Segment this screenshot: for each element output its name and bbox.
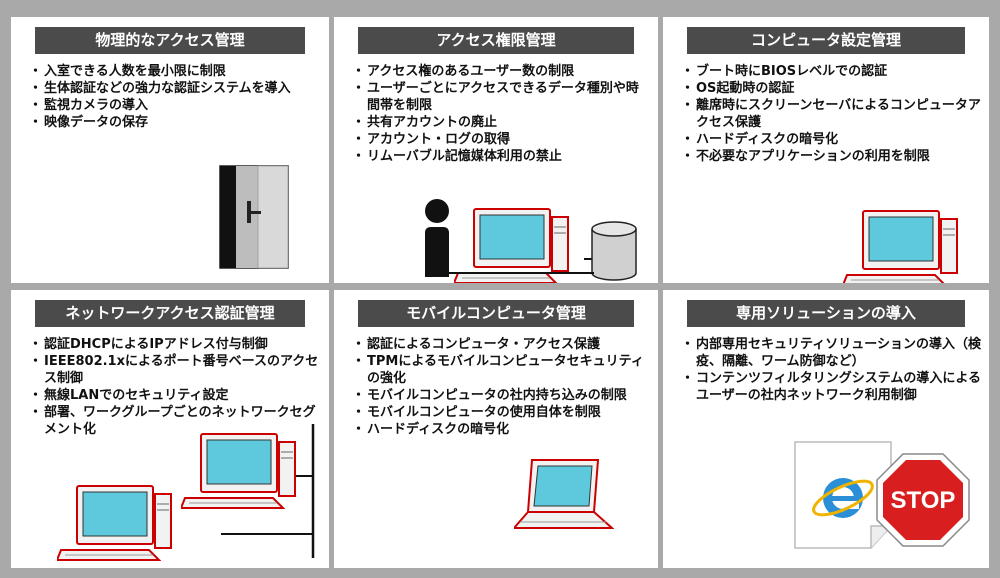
list-item: 認証DHCPによるIPアドレス付与制御 <box>29 336 321 353</box>
list-item: IEEE802.1xによるポート番号ベースのアクセス制御 <box>29 353 321 387</box>
laptop-icon <box>514 459 614 529</box>
list-item: ハードディスクの暗号化 <box>681 131 981 148</box>
item-list: ブート時にBIOSレベルでの認証 OS起動時の認証 離席時にスクリーンセーバによ… <box>681 63 981 165</box>
desktop-pc-icon <box>843 210 958 283</box>
panel-title: 専用ソリューションの導入 <box>687 300 965 327</box>
stop-sign-icon: STOP <box>876 453 970 547</box>
list-item: モバイルコンピュータの社内持ち込みの制限 <box>352 387 650 404</box>
item-list: 認証によるコンピュータ・アクセス保護 TPMによるモバイルコンピュータセキュリテ… <box>352 336 650 438</box>
list-item: 入室できる人数を最小限に制限 <box>29 63 321 80</box>
list-item: TPMによるモバイルコンピュータセキュリティの強化 <box>352 353 650 387</box>
list-item: アカウント・ログの取得 <box>352 131 650 148</box>
panel-mobile-computer: モバイルコンピュータ管理 認証によるコンピュータ・アクセス保護 TPMによるモバ… <box>334 290 658 568</box>
panel-title: ネットワークアクセス認証管理 <box>35 300 305 327</box>
item-list: 内部専用セキュリティソリューションの導入（検疫、隔離、ワーム防御など） コンテン… <box>681 336 981 404</box>
list-item: 不必要なアプリケーションの利用を制限 <box>681 148 981 165</box>
list-item: ユーザーごとにアクセスできるデータ種別や時間帯を制限 <box>352 80 650 114</box>
panel-title: コンピュータ設定管理 <box>687 27 965 54</box>
list-item: 内部専用セキュリティソリューションの導入（検疫、隔離、ワーム防御など） <box>681 336 981 370</box>
desktop-pc-icon <box>454 208 569 283</box>
desktop-pc-icon <box>57 485 172 561</box>
door-icon <box>219 165 289 269</box>
list-item: 映像データの保存 <box>29 114 321 131</box>
browser-document-icon <box>794 441 892 549</box>
panel-title: モバイルコンピュータ管理 <box>358 300 634 327</box>
list-item: 監視カメラの導入 <box>29 97 321 114</box>
list-item: 部署、ワークグループごとのネットワークセグメント化 <box>29 404 321 438</box>
list-item: 離席時にスクリーンセーバによるコンピュータアクセス保護 <box>681 97 981 131</box>
panel-access-rights: アクセス権限管理 アクセス権のあるユーザー数の制限 ユーザーごとにアクセスできる… <box>334 17 658 283</box>
list-item: 無線LANでのセキュリティ設定 <box>29 387 321 404</box>
item-list: 認証DHCPによるIPアドレス付与制御 IEEE802.1xによるポート番号ベー… <box>29 336 321 438</box>
database-icon <box>584 221 637 281</box>
list-item: コンテンツフィルタリングシステムの導入によるユーザーの社内ネットワーク利用制御 <box>681 370 981 404</box>
panel-network-access: ネットワークアクセス認証管理 認証DHCPによるIPアドレス付与制御 IEEE8… <box>11 290 329 568</box>
list-item: モバイルコンピュータの使用自体を制限 <box>352 404 650 421</box>
list-item: 認証によるコンピュータ・アクセス保護 <box>352 336 650 353</box>
list-item: 生体認証などの強力な認証システムを導入 <box>29 80 321 97</box>
desktop-pc-icon <box>181 433 296 509</box>
panel-title: 物理的なアクセス管理 <box>35 27 305 54</box>
item-list: アクセス権のあるユーザー数の制限 ユーザーごとにアクセスできるデータ種別や時間帯… <box>352 63 650 165</box>
panel-title: アクセス権限管理 <box>358 27 634 54</box>
user-icon <box>425 199 449 277</box>
list-item: ハードディスクの暗号化 <box>352 421 650 438</box>
list-item: リムーバブル記憶媒体利用の禁止 <box>352 148 650 165</box>
list-item: アクセス権のあるユーザー数の制限 <box>352 63 650 80</box>
item-list: 入室できる人数を最小限に制限 生体認証などの強力な認証システムを導入 監視カメラ… <box>29 63 321 131</box>
panel-computer-settings: コンピュータ設定管理 ブート時にBIOSレベルでの認証 OS起動時の認証 離席時… <box>663 17 989 283</box>
list-item: 共有アカウントの廃止 <box>352 114 650 131</box>
list-item: OS起動時の認証 <box>681 80 981 97</box>
stop-sign-text: STOP <box>891 487 956 514</box>
panel-dedicated-solutions: 専用ソリューションの導入 内部専用セキュリティソリューションの導入（検疫、隔離、… <box>663 290 989 568</box>
panel-physical-access: 物理的なアクセス管理 入室できる人数を最小限に制限 生体認証などの強力な認証シス… <box>11 17 329 283</box>
connection-line <box>444 272 594 274</box>
list-item: ブート時にBIOSレベルでの認証 <box>681 63 981 80</box>
